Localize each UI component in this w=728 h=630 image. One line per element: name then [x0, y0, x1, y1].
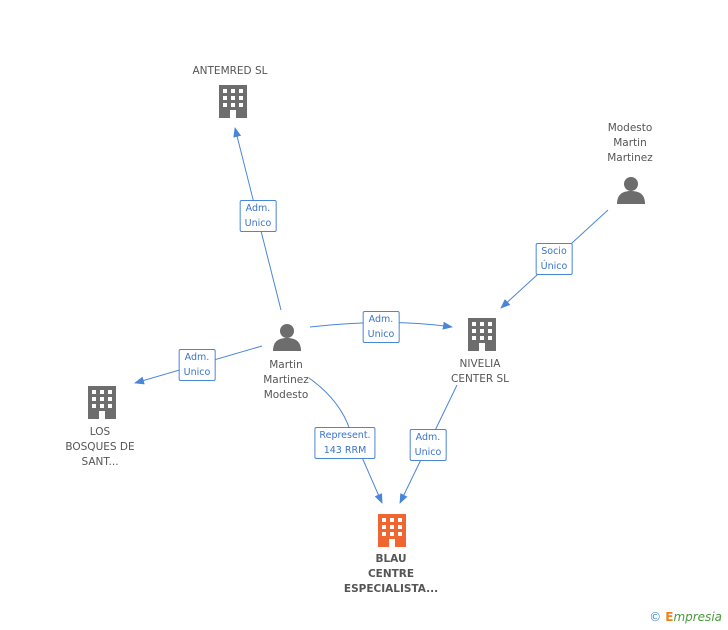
node-label-los-bosques[interactable]: LOS BOSQUES DE SANT...: [65, 426, 135, 468]
edge-label-represent: Represent. 143 RRM: [314, 427, 376, 459]
edge-label-socio-unico: Socio Único: [535, 243, 573, 275]
building-icon[interactable]: [468, 318, 496, 351]
node-label-nivelia[interactable]: NIVELIA CENTER SL: [450, 358, 510, 385]
person-icon[interactable]: [273, 324, 301, 351]
edge-label-adm-unico-nivelia: Adm. Unico: [362, 311, 400, 343]
node-label-blau[interactable]: BLAU CENTRE ESPECIALISTA...: [343, 553, 439, 595]
copyright-symbol: ©: [649, 610, 662, 624]
building-icon-main[interactable]: [378, 514, 406, 547]
node-label-modesto-martin[interactable]: Modesto Martin Martinez: [607, 122, 653, 164]
building-icon[interactable]: [219, 85, 247, 118]
person-icon[interactable]: [617, 177, 645, 204]
brand-initial: E: [665, 610, 674, 624]
edge-label-adm-unico-los-bosques: Adm. Unico: [178, 349, 216, 381]
node-label-antemred[interactable]: ANTEMRED SL: [192, 65, 268, 77]
edge-label-adm-unico-antemred: Adm. Unico: [239, 200, 277, 232]
brand-name: mpresia: [673, 610, 722, 624]
empresia-logo: ©Empresia: [649, 610, 722, 624]
edge-label-adm-unico-blau: Adm. Unico: [409, 429, 447, 461]
node-label-martin-modesto[interactable]: Martin Martinez Modesto: [263, 359, 309, 401]
building-icon[interactable]: [88, 386, 116, 419]
